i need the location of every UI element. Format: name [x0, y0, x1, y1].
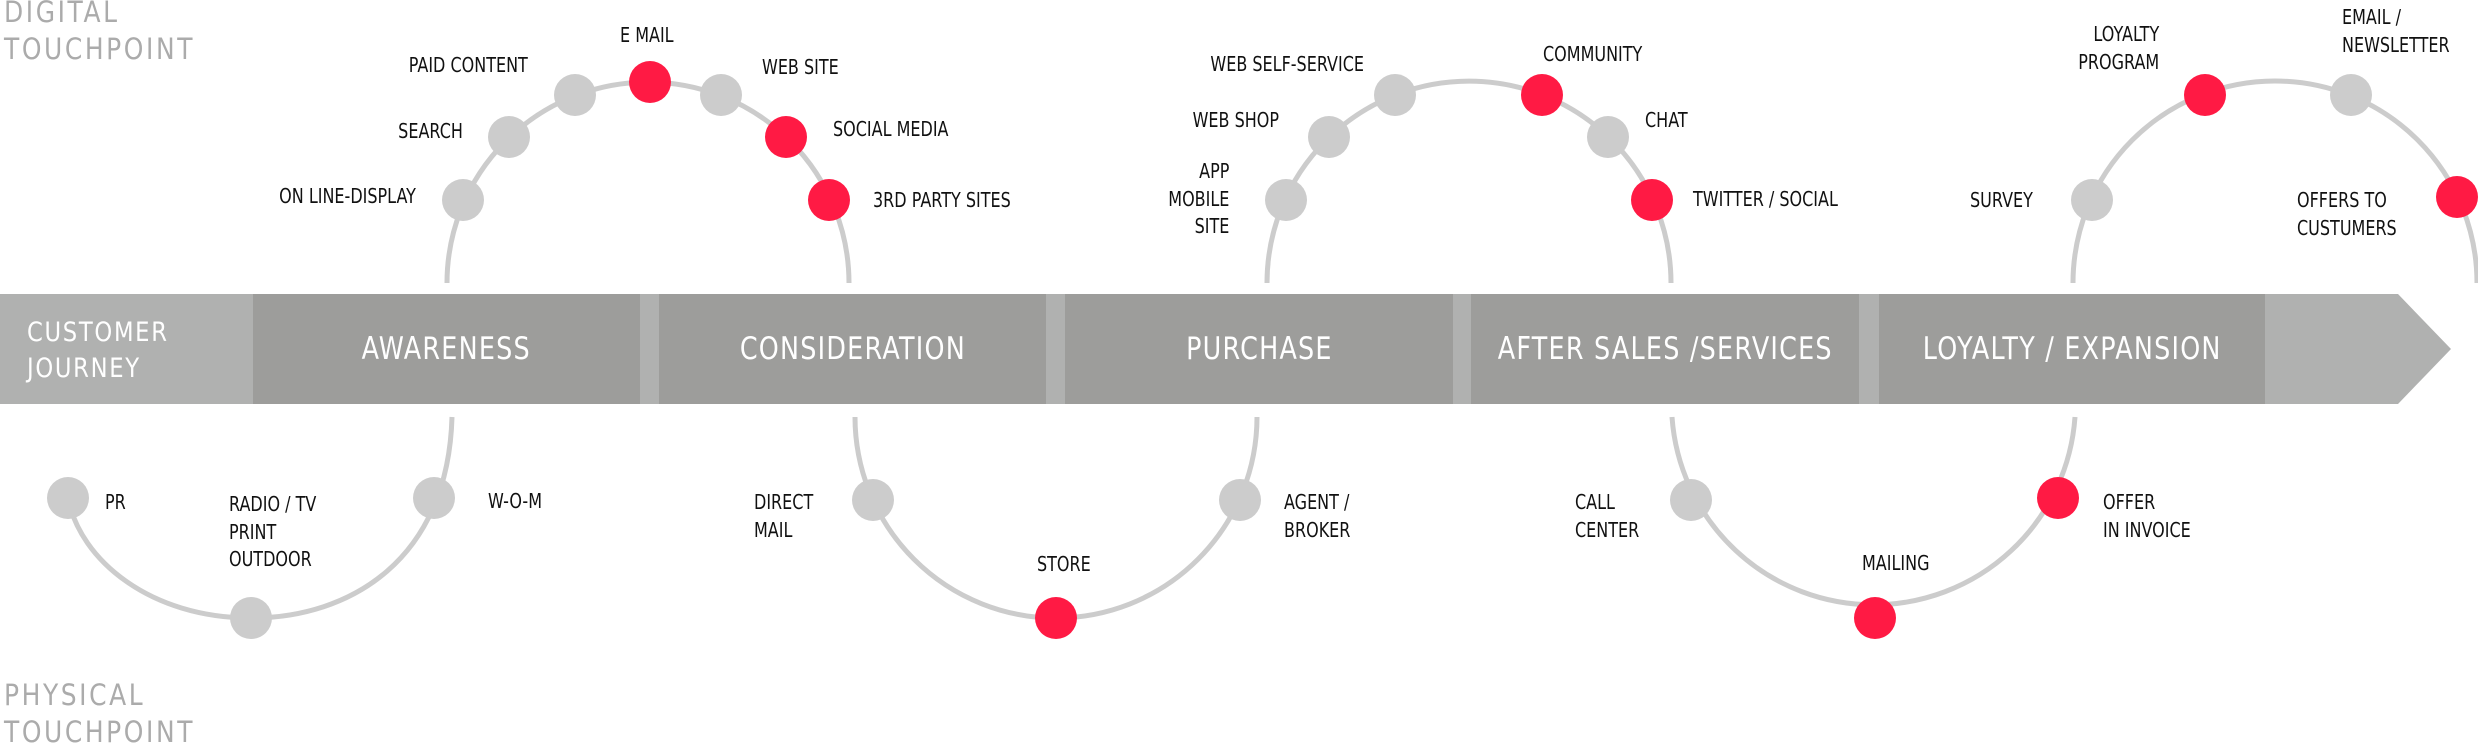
label-direct-mail: DIRECT MAIL [754, 490, 814, 542]
dot-agent-broker [1219, 479, 1261, 521]
label-mailing: MAILING [1862, 551, 1930, 575]
stage-label: AFTER SALES /SERVICES [1497, 331, 1833, 367]
label-twitter-social: TWITTER / SOCIAL [1693, 187, 1838, 211]
label-survey: SURVEY [1970, 188, 2033, 212]
label-offers-to-customers: OFFERS TO CUSTUMERS [2297, 188, 2397, 240]
label-3rd-party-sites: 3RD PARTY SITES [873, 188, 1011, 212]
label-web-site: WEB SITE [762, 55, 839, 79]
stage-label: CONSIDERATION [739, 331, 966, 367]
dot-app-mobile-site [1265, 179, 1307, 221]
stage-awareness: AWARENESS [253, 294, 640, 404]
label-online-display: ON LINE-DISPLAY [279, 184, 416, 208]
dot-email-newsletter [2330, 74, 2372, 116]
label-pr: PR [105, 490, 126, 514]
dot-mailing [1854, 597, 1896, 639]
dot-web-shop [1308, 116, 1350, 158]
label-radio-tv-print-outdoor: RADIO / TV PRINT OUTDOOR [229, 492, 317, 571]
label-chat: CHAT [1645, 108, 1688, 132]
stage-after-sales: AFTER SALES /SERVICES [1471, 294, 1859, 404]
stage-loyalty-expansion: LOYALTY / EXPANSION [1879, 294, 2265, 404]
label-email: E MAIL [620, 23, 674, 47]
dot-direct-mail [852, 479, 894, 521]
physical-touchpoint-title: PHYSICAL TOUCHPOINT [4, 678, 196, 749]
customer-journey-label: CUSTOMER JOURNEY [27, 317, 169, 384]
stage-purchase: PURCHASE [1065, 294, 1453, 404]
dot-wom [413, 477, 455, 519]
label-paid-content: PAID CONTENT [408, 53, 528, 77]
dot-web-site [700, 74, 742, 116]
digital-touchpoint-title: DIGITAL TOUCHPOINT [4, 0, 196, 66]
dot-survey [2071, 179, 2113, 221]
dot-search [488, 116, 530, 158]
dot-call-center [1670, 479, 1712, 521]
dot-chat [1587, 116, 1629, 158]
dot-paid-content [554, 74, 596, 116]
label-web-self-service: WEB SELF-SERVICE [1210, 52, 1364, 76]
digital-dots [442, 61, 2478, 221]
dot-offers-to-customers [2436, 176, 2478, 218]
dot-twitter-social [1631, 179, 1673, 221]
dot-3rd-party-sites [808, 179, 850, 221]
dot-radio-tv-print-outdoor [230, 597, 272, 639]
stage-label: LOYALTY / EXPANSION [1922, 331, 2222, 367]
dot-web-self-service [1374, 74, 1416, 116]
label-email-newsletter: EMAIL / NEWSLETTER [2342, 5, 2450, 57]
label-loyalty-program: LOYALTY PROGRAM [2078, 22, 2159, 74]
physical-dots [47, 477, 2079, 639]
physical-arc-consideration [852, 416, 1260, 621]
digital-arc-loyalty [2070, 78, 2478, 284]
label-store: STORE [1037, 552, 1091, 576]
label-agent-broker: AGENT / BROKER [1284, 490, 1351, 542]
dot-email [629, 61, 671, 103]
label-wom: W-O-M [488, 489, 543, 513]
dot-online-display [442, 179, 484, 221]
dot-loyalty-program [2184, 74, 2226, 116]
label-community: COMMUNITY [1543, 42, 1643, 66]
label-search: SEARCH [398, 119, 463, 143]
label-offer-in-invoice: OFFER IN INVOICE [2103, 490, 2191, 542]
digital-arc-awareness [444, 79, 852, 284]
stage-label: AWARENESS [361, 331, 532, 367]
dot-community [1521, 74, 1563, 116]
label-social-media: SOCIAL MEDIA [833, 117, 949, 141]
dot-social-media [765, 116, 807, 158]
label-app-mobile-site: APP MOBILE SITE [1167, 159, 1229, 238]
label-web-shop: WEB SHOP [1192, 108, 1279, 132]
stage-label: PURCHASE [1185, 331, 1333, 367]
stage-consideration: CONSIDERATION [659, 294, 1046, 404]
dot-pr [47, 477, 89, 519]
label-call-center: CALL CENTER [1575, 490, 1640, 542]
dot-store [1035, 597, 1077, 639]
dot-offer-in-invoice [2037, 477, 2079, 519]
digital-arc-purchase [1264, 78, 1674, 284]
